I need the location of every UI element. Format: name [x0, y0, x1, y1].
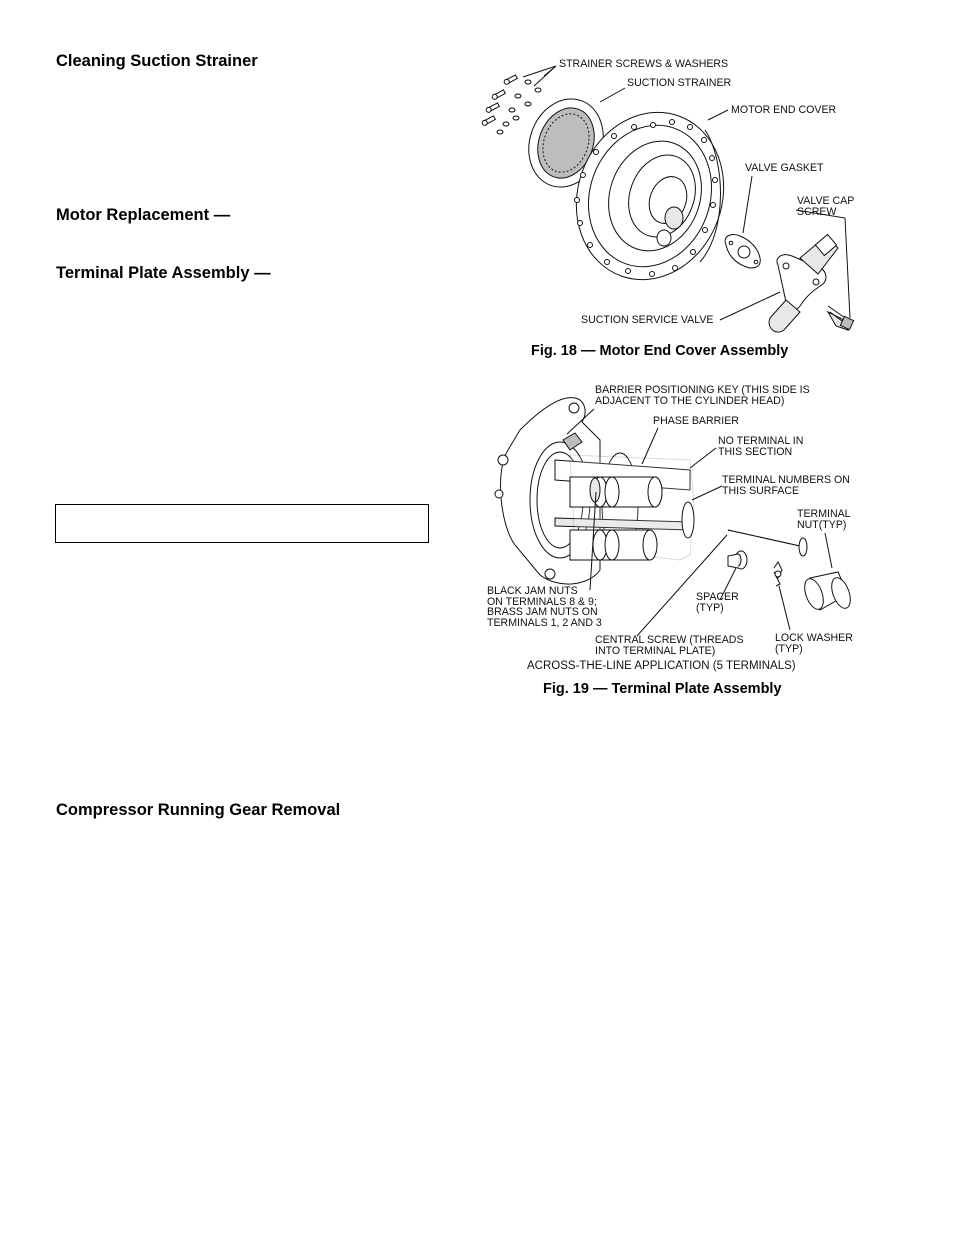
strainer-screws-group — [481, 74, 542, 135]
label-barrier-key-line1: BARRIER POSITIONING KEY (THIS SIDE IS — [595, 384, 810, 396]
label-strainer-screws: STRAINER SCREWS & WASHERS — [559, 58, 729, 70]
motor-end-cover-illustration — [481, 65, 855, 333]
terminal-nut-shape — [804, 571, 851, 611]
heading-motor-replacement: Motor Replacement — — [56, 206, 231, 224]
motor-end-cover-shape — [574, 111, 725, 281]
label-jam-nuts-line2: ON TERMINALS 8 & 9; — [487, 596, 597, 608]
label-spacer-line1: SPACER — [696, 591, 739, 603]
central-screw-shape — [727, 529, 808, 557]
terminal-cylinders — [569, 476, 695, 561]
label-lock-washer-line2: (TYP) — [775, 643, 803, 655]
label-terminal-numbers-line2: THIS SURFACE — [722, 485, 800, 497]
label-terminal-nut-line2: NUT(TYP) — [797, 519, 847, 531]
label-central-screw-line2: INTO TERMINAL PLATE) — [595, 645, 716, 657]
terminal-plate-illustration — [494, 397, 851, 637]
heading-cleaning-suction-strainer: Cleaning Suction Strainer — [56, 52, 258, 70]
label-jam-nuts-line4: TERMINALS 1, 2 AND 3 — [487, 617, 602, 629]
label-terminal-numbers-line1: TERMINAL NUMBERS ON — [722, 474, 850, 486]
label-no-terminal-line1: NO TERMINAL IN — [718, 435, 804, 447]
label-suction-service-valve: SUCTION SERVICE VALVE — [581, 314, 714, 326]
label-valve-gasket: VALVE GASKET — [745, 162, 824, 174]
label-terminal-nut-line1: TERMINAL — [797, 508, 851, 520]
label-valve-cap-screw-line2: SCREW — [797, 206, 837, 218]
label-spacer-line2: (TYP) — [696, 602, 724, 614]
heading-compressor-running-gear-removal: Compressor Running Gear Removal — [56, 801, 341, 819]
label-motor-end-cover: MOTOR END COVER — [731, 104, 837, 116]
figure-19-caption: Fig. 19 — Terminal Plate Assembly — [543, 681, 782, 697]
label-no-terminal-line2: THIS SECTION — [718, 446, 793, 458]
label-jam-nuts-line1: BLACK JAM NUTS — [487, 585, 578, 597]
heading-terminal-plate-assembly: Terminal Plate Assembly — — [56, 264, 271, 282]
figure-18-caption: Fig. 18 — Motor End Cover Assembly — [531, 343, 789, 359]
label-barrier-key-line2: ADJACENT TO THE CYLINDER HEAD) — [595, 395, 785, 407]
note-box — [55, 504, 429, 543]
lock-washer-shape — [773, 561, 783, 587]
valve-cap-screw-shape — [826, 305, 855, 331]
label-lock-washer-line1: LOCK WASHER — [775, 632, 853, 644]
label-valve-cap-screw-line1: VALVE CAP — [797, 195, 855, 207]
label-phase-barrier: PHASE BARRIER — [653, 415, 739, 427]
suction-service-valve-shape — [768, 233, 839, 333]
label-central-screw-line1: CENTRAL SCREW (THREADS — [595, 634, 744, 646]
spacer-shape — [727, 550, 748, 570]
label-suction-strainer: SUCTION STRAINER — [627, 77, 732, 89]
label-jam-nuts-line3: BRASS JAM NUTS ON — [487, 606, 598, 618]
valve-gasket-shape — [724, 233, 761, 269]
label-application: ACROSS-THE-LINE APPLICATION (5 TERMINALS… — [527, 660, 796, 672]
